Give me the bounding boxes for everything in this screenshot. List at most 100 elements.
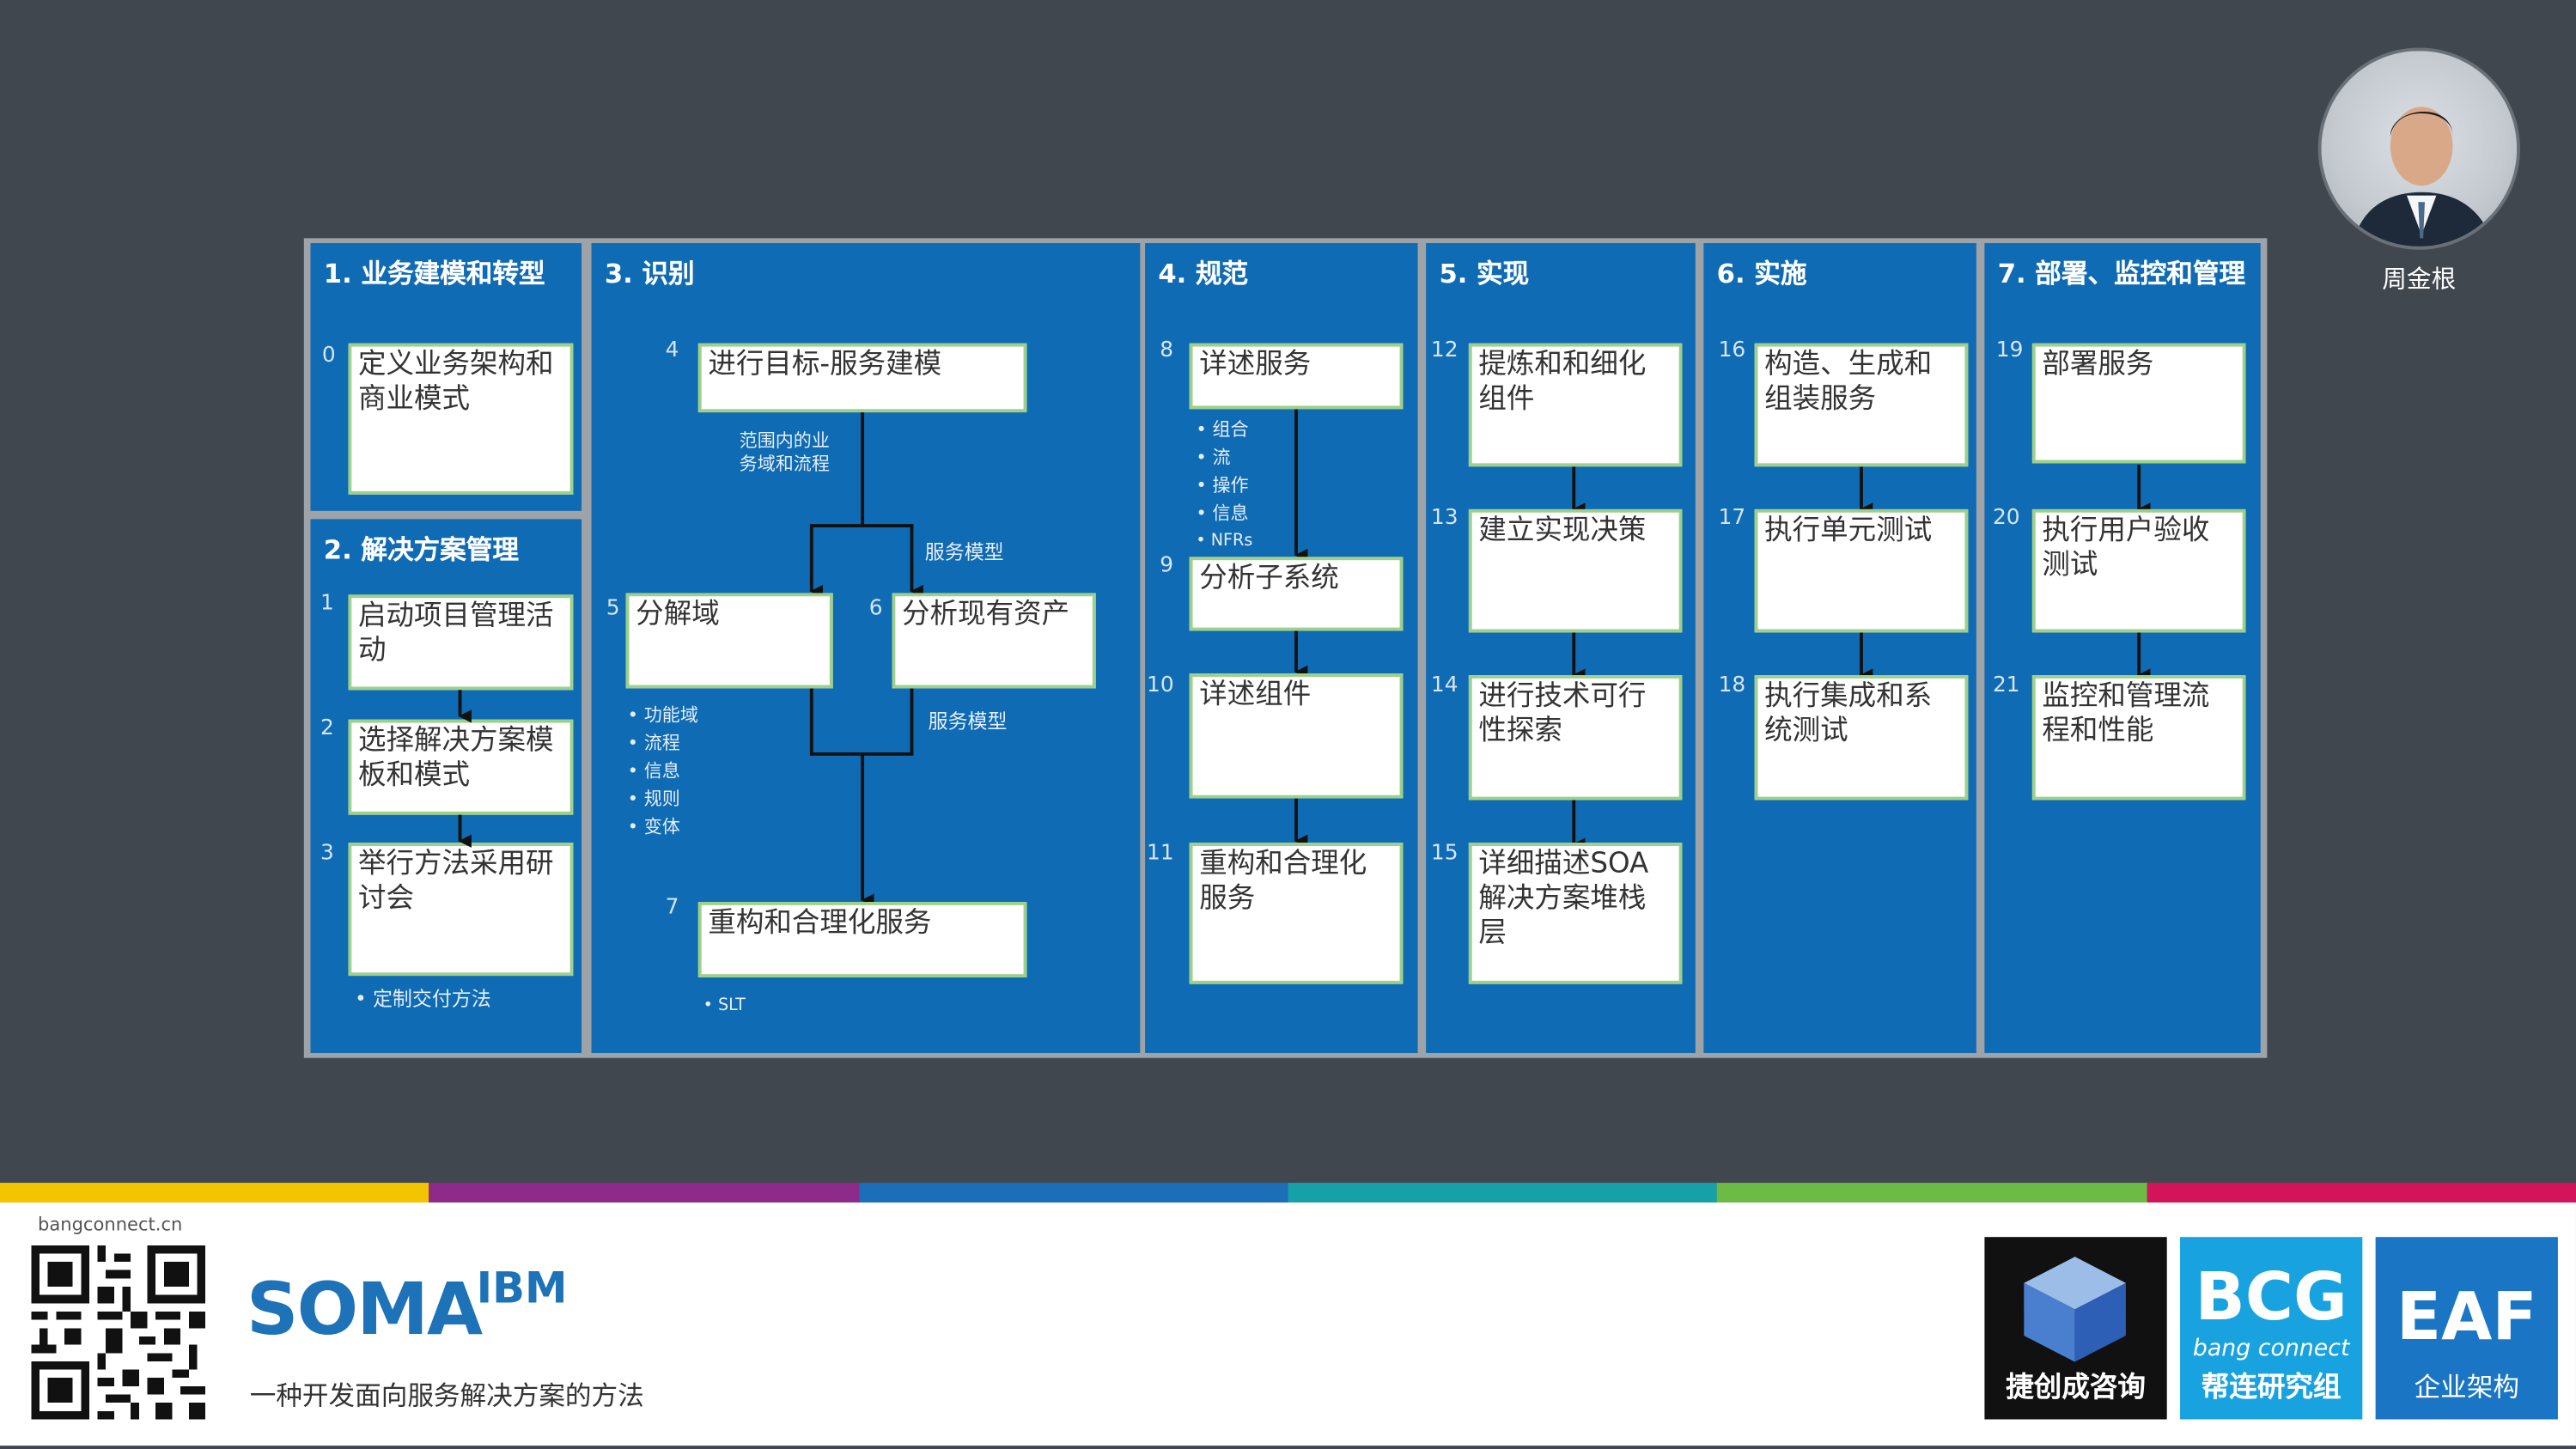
step-number: 0 xyxy=(321,343,336,368)
logo-label: 捷创成咨询 xyxy=(2006,1372,2146,1405)
note-service-model: 服务模型 xyxy=(928,709,1008,734)
step-box: 提炼和和细化组件 xyxy=(1468,343,1683,467)
step-box: 进行目标-服务建模 xyxy=(697,343,1027,413)
logo-eaf: EAF 企业架构 xyxy=(2375,1237,2558,1420)
step-box: 分析子系统 xyxy=(1189,557,1404,631)
step-number: 11 xyxy=(1146,841,1174,866)
brand-superscript: IBM xyxy=(476,1264,568,1315)
step-box: 分析现有资产 xyxy=(892,593,1096,689)
step-box: 详细描述SOA解决方案堆栈层 xyxy=(1468,843,1683,984)
step-box: 执行用户验收测试 xyxy=(2031,508,2246,633)
step-number: 20 xyxy=(1992,506,2020,531)
color-strip xyxy=(0,1183,2576,1203)
step-number: 3 xyxy=(320,841,334,866)
decompose-bullets: • 功能域 • 流程 • 信息 • 规则 • 变体 xyxy=(628,702,698,842)
step-box: 选择解决方案模板和模式 xyxy=(348,719,574,815)
step-box: 执行集成和系统测试 xyxy=(1754,675,1969,801)
step-number: 6 xyxy=(868,596,883,621)
step-box: 进行技术可行性探索 xyxy=(1468,675,1683,801)
flow-arrows xyxy=(458,690,472,848)
list-item: • 操作 xyxy=(1196,474,1249,496)
list-item: • 变体 xyxy=(627,816,680,838)
step-box: 构造、生成和组装服务 xyxy=(1754,343,1969,467)
step-box: 详述服务 xyxy=(1189,343,1404,410)
column-deployment: 7. 部署、监控和管理 19 部署服务 20 执行用户验收测试 21 监控和管理… xyxy=(1984,243,2261,1053)
speaker-name: 周金根 xyxy=(2382,264,2457,295)
step-box: 部署服务 xyxy=(2031,343,2246,464)
soma-diagram: 1. 业务建模和转型 0 定义业务架构和商业模式 2. 解决方案管理 1 启动项… xyxy=(303,238,2268,1058)
step-box: 重构和合理化服务 xyxy=(1189,843,1404,984)
step-number: 13 xyxy=(1430,506,1459,531)
step-number: 10 xyxy=(1146,673,1174,698)
logo-label: 企业架构 xyxy=(2414,1372,2519,1403)
strip-segment xyxy=(858,1183,1288,1203)
flow-arrows xyxy=(1294,409,1308,848)
step-number: 17 xyxy=(1718,506,1746,531)
strip-segment xyxy=(1717,1183,2147,1203)
list-item: • 信息 xyxy=(1196,502,1249,525)
step-number: 18 xyxy=(1718,673,1746,698)
list-item: • 信息 xyxy=(627,760,680,782)
flow-arrows xyxy=(1572,465,1586,851)
step-box: 监控和管理流程和性能 xyxy=(2031,675,2246,801)
list-item: • 流程 xyxy=(627,733,680,754)
column-solution-management: 2. 解决方案管理 1 启动项目管理活动 2 选择解决方案模板和模式 3 举行方… xyxy=(310,519,582,1053)
strip-segment xyxy=(1288,1183,1718,1203)
step-number: 5 xyxy=(606,596,620,621)
step-number: 9 xyxy=(1160,553,1174,579)
note-slt: • SLT xyxy=(703,996,746,1015)
tagline: 一种开发面向服务解决方案的方法 xyxy=(249,1379,644,1411)
column-title: 6. 实施 xyxy=(1716,258,1807,289)
column-title: 3. 识别 xyxy=(604,258,695,289)
column-title: 7. 部署、监控和管理 xyxy=(1997,258,2246,289)
logo-label: 帮连研究组 xyxy=(2201,1372,2342,1405)
note-scope: 范围内的业务域和流程 xyxy=(739,430,830,475)
list-item: • 功能域 xyxy=(627,704,698,727)
column-title: 4. 规范 xyxy=(1158,258,1249,289)
column-identification: 3. 识别 4 进行目标-服务建模 范围内的业务域和流程 服务模型 5 分解域 … xyxy=(591,243,1141,1053)
step-number: 19 xyxy=(1995,338,2024,363)
list-item: • NFRs xyxy=(1196,532,1253,551)
step-number: 12 xyxy=(1430,338,1459,363)
step-number: 8 xyxy=(1160,338,1174,363)
list-item: • 规则 xyxy=(627,788,680,810)
step-box: 分解域 xyxy=(625,593,833,689)
step-number: 15 xyxy=(1430,841,1459,866)
strip-segment xyxy=(429,1183,859,1203)
step-number: 1 xyxy=(320,591,334,617)
flow-arrows xyxy=(809,411,923,907)
spec-bullets: • 组合 • 流 • 操作 • 信息 • NFRs xyxy=(1196,416,1252,556)
step-box: 举行方法采用研讨会 xyxy=(348,843,574,977)
step-number: 21 xyxy=(1992,673,2020,698)
list-item: • 组合 xyxy=(1196,418,1249,441)
step-box: 启动项目管理活动 xyxy=(348,594,574,691)
step-box: 执行单元测试 xyxy=(1754,508,1969,633)
note-service-model: 服务模型 xyxy=(924,540,1004,564)
step-number: 14 xyxy=(1430,673,1459,698)
step-box: 定义业务架构和商业模式 xyxy=(348,343,574,495)
flow-arrows xyxy=(1860,465,1873,682)
logo-mark: BCG xyxy=(2195,1259,2348,1336)
column-title: 5. 实现 xyxy=(1439,258,1530,289)
step-number: 4 xyxy=(665,338,679,363)
logo-bcg: BCG bang connect 帮连研究组 xyxy=(2180,1237,2363,1420)
step-number: 2 xyxy=(320,715,334,741)
logo-jiechuangcheng: 捷创成咨询 xyxy=(1984,1237,2167,1420)
logo-mark: EAF xyxy=(2396,1279,2537,1355)
list-item: • 流 xyxy=(1196,447,1231,469)
note-customize: • 定制交付方法 xyxy=(355,987,491,1011)
step-number: 7 xyxy=(665,895,679,921)
column-realization: 5. 实现 12 提炼和和细化组件 13 建立实现决策 14 进行技术可行性探索… xyxy=(1426,243,1696,1053)
strip-segment xyxy=(0,1183,429,1203)
flow-arrows xyxy=(2137,465,2151,682)
speaker-avatar xyxy=(2317,47,2520,250)
qr-code-icon xyxy=(31,1245,206,1420)
strip-segment xyxy=(2147,1183,2576,1203)
logo-subtitle: bang connect xyxy=(2192,1335,2350,1362)
column-business-modeling: 1. 业务建模和转型 0 定义业务架构和商业模式 xyxy=(310,243,582,511)
site-url[interactable]: bangconnect.cn xyxy=(37,1214,183,1236)
step-number: 16 xyxy=(1718,338,1746,363)
step-box: 建立实现决策 xyxy=(1468,508,1683,633)
column-title: 2. 解决方案管理 xyxy=(323,533,519,565)
